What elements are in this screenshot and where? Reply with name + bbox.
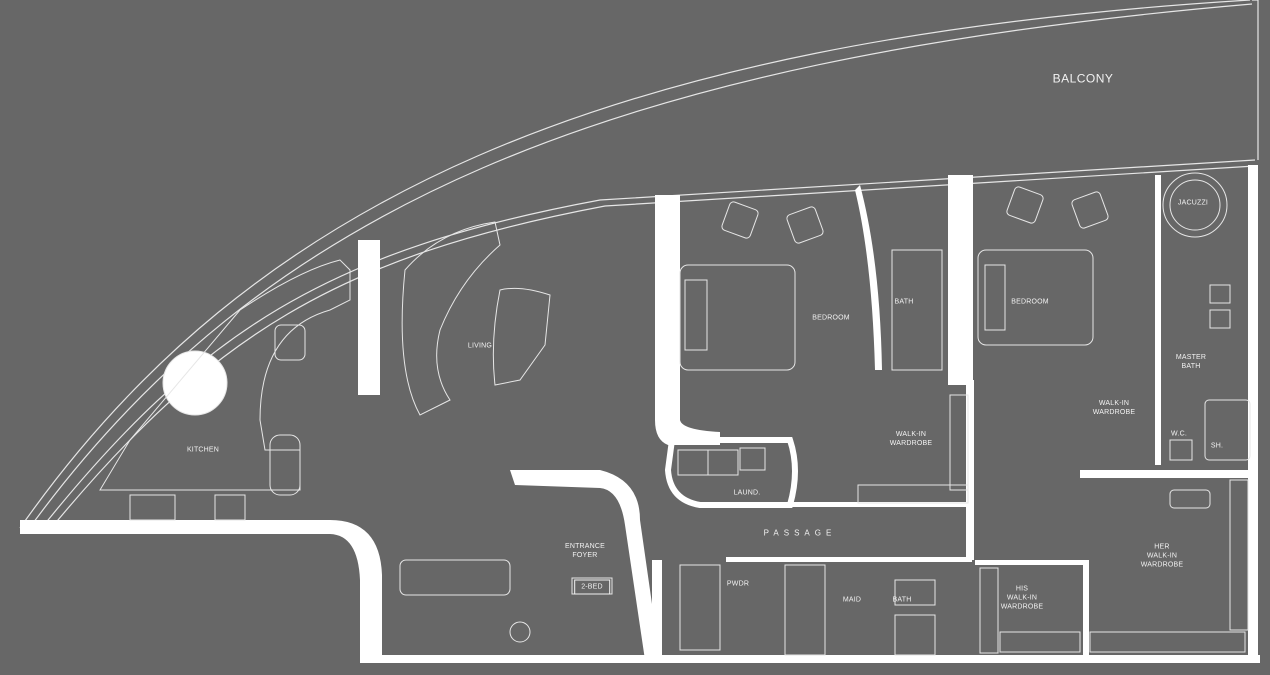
room-label-walk-in-wardrobe-2: WALK-IN WARDROBE [1092,400,1136,416]
room-label-kitchen: KITCHEN [186,446,220,454]
room-label-bath-1: BATH [894,298,914,306]
room-label-walk-in-wardrobe-1: WALK-IN WARDROBE [889,431,933,447]
unit-type-badge: 2-BED [574,579,610,595]
room-label-passage: PASSAGE [763,528,837,538]
room-label-wc: W.C. [1171,430,1187,438]
room-label-bedroom-2: BEDROOM [1011,298,1049,306]
room-label-his-wardrobe: HIS WALK-IN WARDROBE [1000,585,1044,611]
room-label-jacuzzi: JACUZZI [1177,199,1209,207]
room-label-bedroom-1: BEDROOM [812,314,850,322]
room-label-bath-2: BATH [892,596,912,604]
room-label-master-bath: MASTER BATH [1175,354,1207,370]
furniture [99,172,1251,656]
room-label-entrance-foyer: ENTRANCE FOYER [564,543,606,559]
room-label-balcony: BALCONY [1052,71,1114,86]
room-label-maid: MAID [842,596,862,604]
room-label-powder: PWDR [726,580,750,588]
room-label-laundry: LAUND. [733,489,761,497]
room-label-shower: SH. [1210,442,1224,450]
balcony-outline [19,0,1259,533]
walls [20,165,1260,663]
room-label-living: LIVING [467,342,493,350]
room-label-her-wardrobe: HER WALK-IN WARDROBE [1140,543,1184,569]
